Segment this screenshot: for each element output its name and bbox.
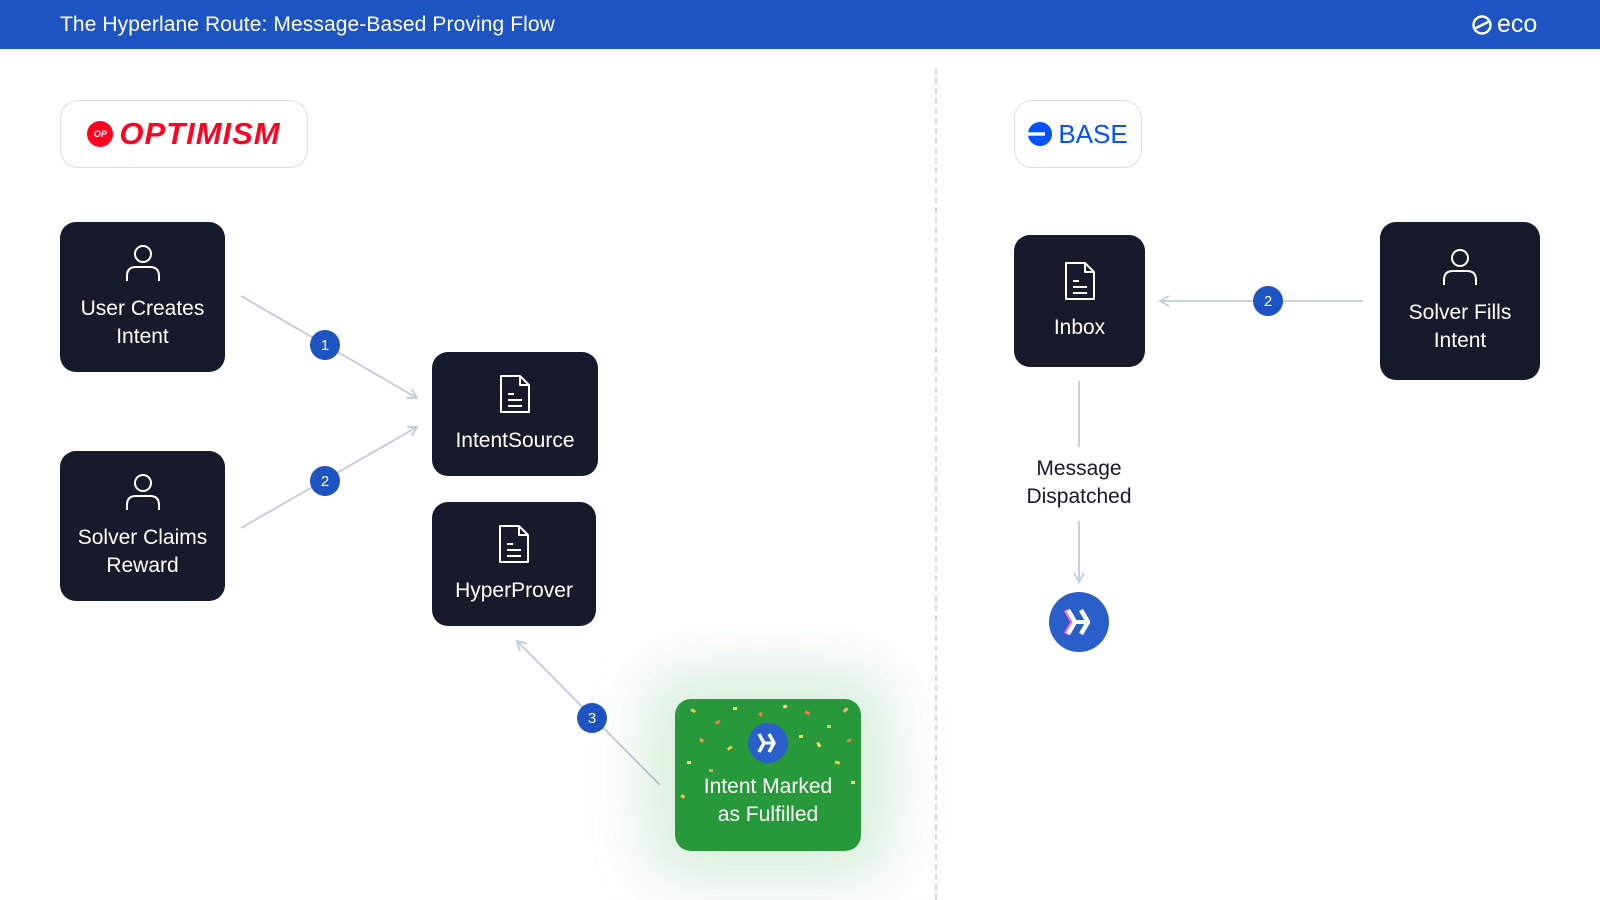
message-dispatched-label: Message Dispatched [1026, 457, 1132, 508]
step-badge-2: 2 [310, 466, 340, 496]
base-logo-icon [1028, 122, 1053, 146]
node-user-creates-intent: User Creates Intent [60, 222, 225, 372]
hyperlane-icon [1049, 592, 1109, 652]
node-label: User Creates Intent [80, 297, 205, 348]
document-icon [1064, 262, 1095, 300]
hyperlane-icon [748, 723, 788, 763]
eco-logo: eco [1471, 10, 1537, 39]
user-icon [1443, 249, 1477, 285]
node-label: Solver Fills Intent [1408, 301, 1512, 352]
confetti-decoration [680, 704, 855, 799]
node-solver-claims-reward: Solver Claims Reward [60, 451, 225, 601]
node-label: Solver Claims Reward [77, 526, 208, 577]
optimism-logo-text: OPTIMISM [119, 116, 281, 151]
optimism-logo-icon: OP [87, 121, 114, 147]
base-chain-badge: BASE [1014, 100, 1142, 168]
base-logo-text: BASE [1058, 118, 1128, 149]
step-badge-3: 3 [577, 703, 607, 733]
eco-logo-text: eco [1497, 10, 1538, 38]
node-intent-marked-fulfilled: Intent Marked as Fulfilled [675, 699, 861, 851]
user-icon [125, 245, 160, 281]
node-solver-fills-intent: Solver Fills Intent [1380, 222, 1540, 380]
node-label: Intent Marked as Fulfilled [703, 775, 833, 826]
step-badge-base-2: 2 [1253, 286, 1283, 316]
document-icon [499, 525, 529, 563]
document-icon [500, 375, 530, 413]
header-bar: The Hyperlane Route: Message-Based Provi… [0, 0, 1600, 49]
eco-logo-icon [1472, 14, 1492, 35]
node-label: Inbox [1053, 316, 1106, 339]
optimism-chain-badge: OP OPTIMISM [60, 100, 308, 168]
node-label: HyperProver [455, 579, 573, 602]
node-inbox: Inbox [1014, 235, 1145, 367]
node-hyperprover: HyperProver [432, 502, 596, 626]
node-label: IntentSource [455, 429, 575, 452]
chain-divider [935, 68, 937, 900]
node-intentsource: IntentSource [432, 352, 598, 476]
page-title: The Hyperlane Route: Message-Based Provi… [60, 13, 555, 36]
step-badge-1: 1 [310, 330, 340, 360]
user-icon [125, 474, 160, 510]
